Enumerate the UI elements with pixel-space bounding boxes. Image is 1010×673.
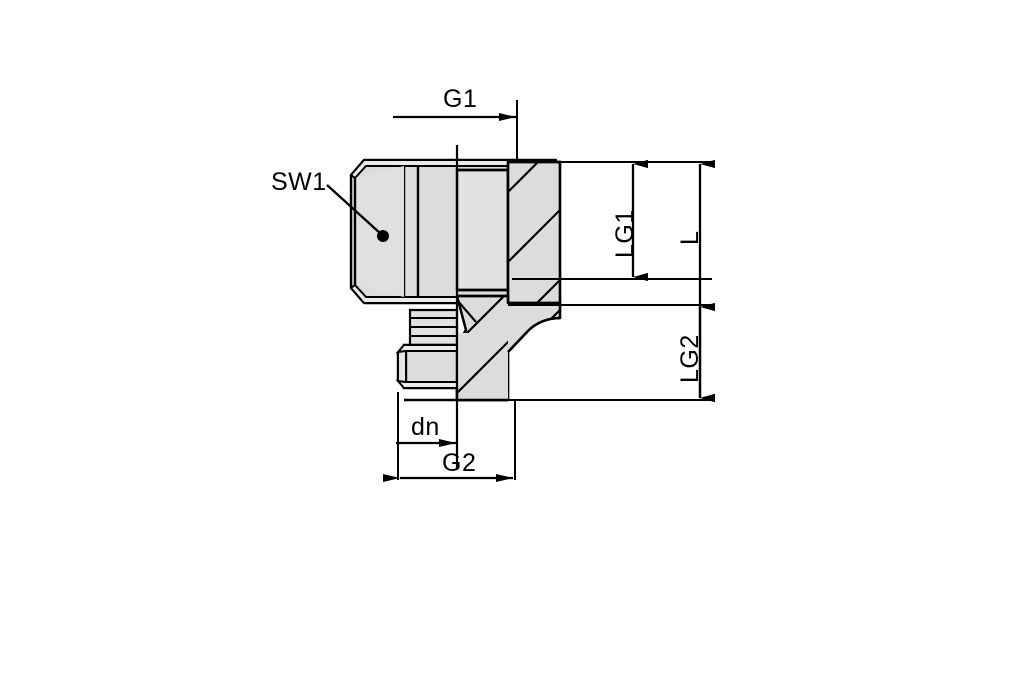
dimension-label-g1: G1 (443, 85, 478, 113)
dimension-lines (326, 113, 715, 482)
dimension-label-g2: G2 (442, 449, 477, 477)
threaded-stem (395, 308, 459, 390)
leader-dot-sw1 (377, 230, 389, 242)
leader-line-sw1 (326, 184, 382, 235)
thread-lines (410, 317, 457, 337)
dimension-label-lg1: LG1 (611, 209, 639, 258)
dimension-label-dn: dn (411, 413, 440, 441)
extension-lines (397, 100, 712, 480)
dimension-label-lg2: LG2 (676, 334, 704, 383)
section-hatch-lower (457, 333, 508, 400)
internal-bore-upper (455, 168, 510, 292)
dimension-label-sw1: SW1 (271, 168, 327, 196)
dimension-label-l: L (676, 230, 704, 245)
fitting-body (349, 158, 562, 402)
